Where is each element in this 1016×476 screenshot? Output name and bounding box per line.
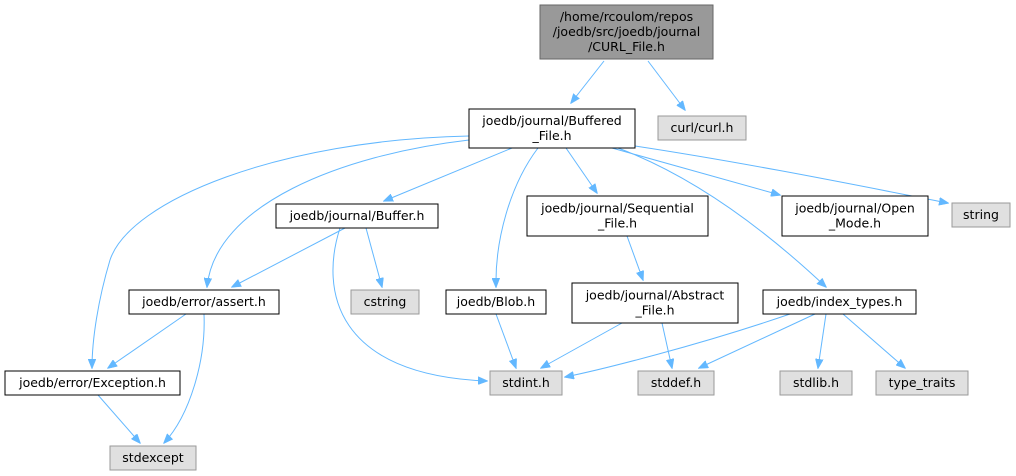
node-cstring: cstring — [350, 289, 420, 315]
edge-buffered-to-assert — [207, 139, 470, 287]
node-label-root-line-0: /home/rcoulom/repos — [560, 9, 693, 24]
node-box-sequential — [526, 195, 709, 237]
edge-buffered-to-sequential — [565, 147, 597, 193]
node-stdlib: stdlib.h — [779, 370, 853, 396]
edge-exception-to-stdexcept — [97, 394, 140, 443]
node-curl: curl/curl.h — [657, 115, 747, 141]
edge-blob-to-stdint — [495, 313, 516, 368]
node-string: string — [951, 202, 1011, 228]
edge-sequential-to-abstract — [626, 235, 643, 280]
node-label-sequential-line-1: _File.h — [597, 216, 637, 231]
node-abstract[interactable]: joedb/journal/Abstract_File.h — [571, 282, 739, 324]
nodes: /home/rcoulom/repos/joedb/src/joedb/jour… — [4, 4, 1011, 471]
node-box-buffered — [468, 108, 636, 149]
node-label-stddef-line-0: stddef.h — [651, 375, 701, 390]
edge-buffered-to-string — [634, 145, 948, 203]
node-label-abstract-line-0: joedb/journal/Abstract — [585, 288, 725, 303]
node-box-indextypes — [762, 289, 917, 315]
node-root: /home/rcoulom/repos/joedb/src/joedb/jour… — [539, 4, 714, 60]
edge-buffer-to-cstring — [365, 227, 382, 287]
edge-assert-to-stdexcept — [164, 313, 205, 443]
edge-buffered-to-exception — [92, 135, 470, 368]
node-label-stdlib-line-0: stdlib.h — [793, 375, 839, 390]
node-box-buffer — [275, 203, 439, 229]
edge-abstract-to-stdint — [541, 322, 623, 368]
node-label-stdint-line-0: stdint.h — [502, 375, 550, 390]
node-label-openmode-line-1: _Mode.h — [828, 216, 881, 231]
node-buffered[interactable]: joedb/journal/Buffered_File.h — [468, 108, 636, 149]
node-box-string — [951, 202, 1011, 228]
node-box-stdint — [489, 370, 563, 396]
node-box-typetraits — [875, 370, 969, 396]
node-sequential[interactable]: joedb/journal/Sequential_File.h — [526, 195, 709, 237]
node-label-string-line-0: string — [963, 207, 999, 222]
node-assert[interactable]: joedb/error/assert.h — [128, 289, 280, 315]
node-box-root — [539, 4, 714, 60]
node-label-typetraits-line-0: type_traits — [889, 375, 956, 390]
edge-indextypes-to-stddef — [699, 313, 816, 368]
node-label-buffered-line-0: joedb/journal/Buffered — [481, 113, 621, 128]
node-box-blob — [445, 289, 547, 315]
node-openmode[interactable]: joedb/journal/Open_Mode.h — [781, 195, 929, 237]
node-label-blob-line-0: joedb/Blob.h — [456, 294, 535, 309]
node-box-cstring — [350, 289, 420, 315]
edges — [92, 60, 948, 443]
node-label-root-line-1: /joedb/src/joedb/journal — [553, 24, 700, 39]
edge-buffer-to-stdint — [332, 227, 487, 381]
node-label-stdexcept-line-0: stdexcept — [122, 450, 183, 465]
node-buffer[interactable]: joedb/journal/Buffer.h — [275, 203, 439, 229]
node-label-root-line-2: /CURL_File.h — [588, 39, 665, 54]
node-label-abstract-line-1: _File.h — [634, 303, 674, 318]
node-label-sequential-line-0: joedb/journal/Sequential — [540, 201, 694, 216]
node-stddef: stddef.h — [637, 370, 715, 396]
edge-indextypes-to-stdlib — [818, 313, 827, 368]
node-box-stdlib — [779, 370, 853, 396]
node-box-stdexcept — [109, 445, 197, 471]
node-box-curl — [657, 115, 747, 141]
edge-root-to-curl — [647, 60, 685, 110]
edge-buffer-to-assert — [232, 227, 346, 287]
node-label-exception-line-0: joedb/error/Exception.h — [18, 375, 166, 390]
edge-buffered-to-blob — [496, 147, 539, 287]
node-indextypes[interactable]: joedb/index_types.h — [762, 289, 917, 315]
node-label-assert-line-0: joedb/error/assert.h — [141, 294, 266, 309]
edge-buffered-to-openmode — [611, 147, 780, 195]
edge-assert-to-exception — [108, 313, 187, 368]
node-box-abstract — [571, 282, 739, 324]
node-label-buffered-line-1: _File.h — [531, 128, 571, 143]
node-stdexcept: stdexcept — [109, 445, 197, 471]
node-box-exception — [4, 370, 181, 396]
edge-indextypes-to-stdint — [565, 313, 791, 377]
edge-buffered-to-buffer — [384, 147, 513, 201]
node-label-buffer-line-0: joedb/journal/Buffer.h — [289, 208, 425, 223]
node-stdint: stdint.h — [489, 370, 563, 396]
edge-buffered-to-indextypes — [617, 147, 826, 287]
node-typetraits: type_traits — [875, 370, 969, 396]
node-label-cstring-line-0: cstring — [364, 294, 407, 309]
edge-abstract-to-stddef — [661, 322, 672, 368]
node-box-openmode — [781, 195, 929, 237]
node-label-curl-line-0: curl/curl.h — [671, 120, 734, 135]
node-box-stddef — [637, 370, 715, 396]
edge-root-to-buffered — [571, 60, 605, 103]
node-label-openmode-line-0: joedb/journal/Open — [794, 201, 915, 216]
edge-indextypes-to-typetraits — [842, 313, 905, 368]
node-box-assert — [128, 289, 280, 315]
node-label-indextypes-line-0: joedb/index_types.h — [776, 294, 903, 309]
node-blob[interactable]: joedb/Blob.h — [445, 289, 547, 315]
node-exception[interactable]: joedb/error/Exception.h — [4, 370, 181, 396]
